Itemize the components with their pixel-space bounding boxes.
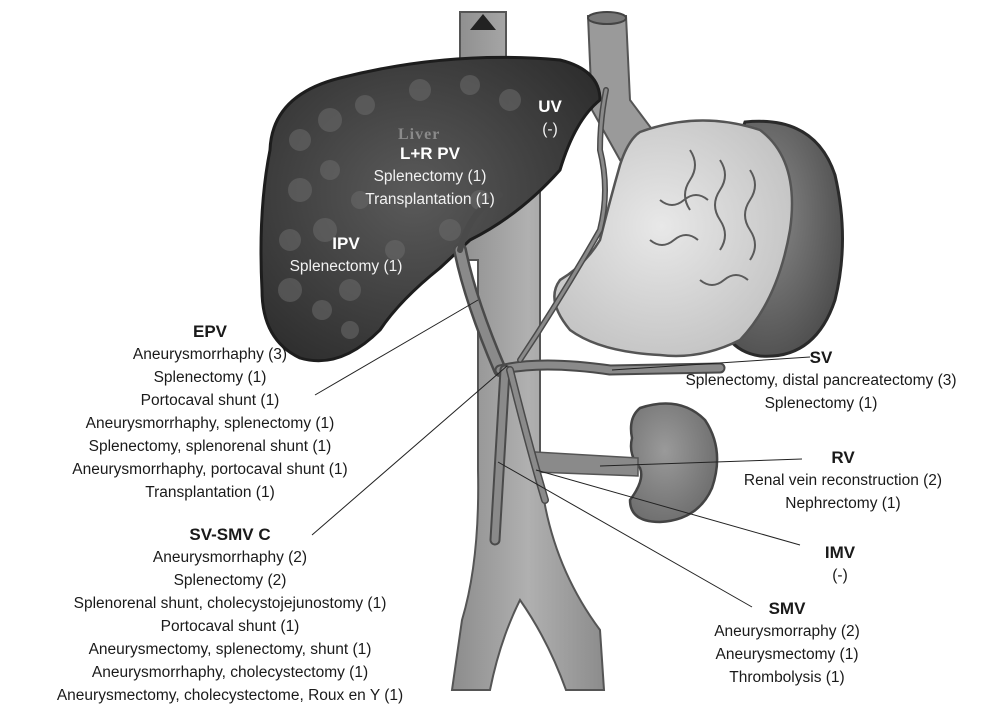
- label-ipv-item: Splenectomy (1): [266, 255, 426, 278]
- label-svsmv: SV-SMV C Aneurysmorrhaphy (2) Splenectom…: [0, 523, 460, 707]
- label-svsmv-item: Aneurysmorrhaphy, cholecystectomy (1): [0, 661, 460, 684]
- label-epv-title: EPV: [20, 320, 400, 343]
- renal-vein: [535, 452, 638, 476]
- label-svsmv-item: Splenectomy (2): [0, 569, 460, 592]
- label-epv: EPV Aneurysmorrhaphy (3) Splenectomy (1)…: [20, 320, 400, 504]
- label-epv-item: Splenectomy (1): [20, 366, 400, 389]
- label-rv: RV Renal vein reconstruction (2) Nephrec…: [708, 446, 978, 515]
- label-smv: SMV Aneurysmorraphy (2) Aneurysmectomy (…: [682, 597, 892, 689]
- label-svsmv-item: Aneurysmectomy, cholecystectome, Roux en…: [0, 684, 460, 707]
- label-imv-title: IMV: [800, 541, 880, 564]
- label-uv: UV (-): [520, 95, 580, 141]
- label-epv-item: Splenectomy, splenorenal shunt (1): [20, 435, 400, 458]
- label-imv-item: (-): [800, 564, 880, 587]
- label-ipv: IPV Splenectomy (1): [266, 232, 426, 278]
- label-epv-item: Portocaval shunt (1): [20, 389, 400, 412]
- label-svsmv-item: Splenorenal shunt, cholecystojejunostomy…: [0, 592, 460, 615]
- label-lrpv: L+R PV Splenectomy (1) Transplantation (…: [350, 142, 510, 211]
- label-epv-item: Aneurysmorrhaphy, splenectomy (1): [20, 412, 400, 435]
- label-lrpv-item: Transplantation (1): [350, 188, 510, 211]
- label-ipv-title: IPV: [266, 232, 426, 255]
- label-smv-item: Aneurysmorraphy (2): [682, 620, 892, 643]
- label-smv-item: Aneurysmectomy (1): [682, 643, 892, 666]
- label-smv-item: Thrombolysis (1): [682, 666, 892, 689]
- esophagus-opening: [588, 12, 626, 24]
- label-rv-item: Renal vein reconstruction (2): [708, 469, 978, 492]
- label-lrpv-item: Splenectomy (1): [350, 165, 510, 188]
- label-svsmv-title: SV-SMV C: [0, 523, 460, 546]
- label-uv-title: UV: [520, 95, 580, 118]
- stomach: [554, 120, 792, 356]
- label-sv-item: Splenectomy (1): [648, 392, 994, 415]
- label-epv-item: Aneurysmorrhaphy, portocaval shunt (1): [20, 458, 400, 481]
- label-sv: SV Splenectomy, distal pancreatectomy (3…: [648, 346, 994, 415]
- label-imv: IMV (-): [800, 541, 880, 587]
- label-svsmv-item: Portocaval shunt (1): [0, 615, 460, 638]
- label-sv-title: SV: [648, 346, 994, 369]
- label-sv-item: Splenectomy, distal pancreatectomy (3): [648, 369, 994, 392]
- label-rv-title: RV: [708, 446, 978, 469]
- label-svsmv-item: Aneurysmectomy, splenectomy, shunt (1): [0, 638, 460, 661]
- label-epv-item: Aneurysmorrhaphy (3): [20, 343, 400, 366]
- label-svsmv-item: Aneurysmorrhaphy (2): [0, 546, 460, 569]
- label-lrpv-title: L+R PV: [350, 142, 510, 165]
- label-rv-item: Nephrectomy (1): [708, 492, 978, 515]
- label-uv-item: (-): [520, 118, 580, 141]
- label-smv-title: SMV: [682, 597, 892, 620]
- label-epv-item: Transplantation (1): [20, 481, 400, 504]
